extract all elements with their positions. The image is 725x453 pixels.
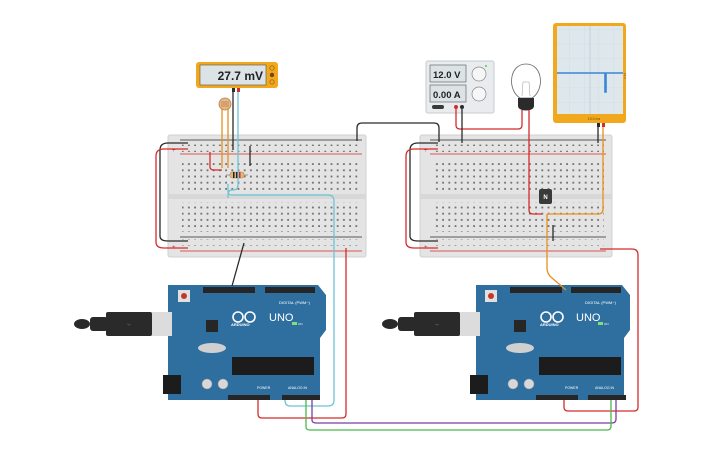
analog-header[interactable]: [282, 395, 320, 400]
multimeter-mode-knob[interactable]: [269, 79, 275, 85]
wire-red[interactable]: [209, 152, 222, 171]
scope-trace: [557, 72, 623, 93]
analog-header[interactable]: [588, 395, 626, 400]
power-switch[interactable]: [432, 105, 444, 109]
usb-cable-left[interactable]: ⌁: [74, 312, 172, 336]
analog-label: ANALOG IN: [595, 386, 615, 390]
digital-label: DIGITAL (PWM~): [279, 300, 311, 305]
voltage-knob[interactable]: [471, 66, 487, 82]
breadboard-right[interactable]: + +: [419, 134, 613, 258]
wire-red[interactable]: [563, 248, 639, 412]
arduino-logo: [232, 311, 256, 323]
digital-label: DIGITAL (PWM~): [585, 300, 617, 305]
positive-terminal[interactable]: [454, 105, 458, 109]
digital-header[interactable]: [510, 287, 562, 293]
analog-label: ANALOG IN: [288, 386, 308, 390]
rail-plus-label: +: [172, 148, 176, 154]
wire-red[interactable]: [528, 110, 542, 215]
dc-jack: [163, 375, 181, 394]
on-label: ON: [298, 322, 303, 326]
wire-orange[interactable]: [548, 127, 604, 215]
transistor[interactable]: N: [539, 189, 552, 204]
on-label: ON: [604, 322, 609, 326]
usb-cable-right[interactable]: ⌁: [382, 312, 480, 336]
multimeter-mode-knob[interactable]: [269, 72, 275, 78]
current-knob[interactable]: [471, 86, 487, 102]
power-supply-voltage: 12.0 V: [433, 70, 461, 81]
scope-volt-label: 10 V: [623, 73, 627, 79]
arduino-uno-left[interactable]: DIGITAL (PWM~) ARDUINO UNO ON POWER ANAL…: [163, 285, 326, 400]
digital-header[interactable]: [203, 287, 255, 293]
wire-green[interactable]: [305, 400, 612, 431]
photoresistor[interactable]: [218, 97, 232, 111]
multimeter-mode-knob[interactable]: [269, 65, 275, 71]
wire-black[interactable]: [231, 242, 245, 287]
power-header[interactable]: [536, 395, 578, 400]
scope-time-label: 10.0 ms: [588, 117, 601, 121]
wire-orange[interactable]: [546, 214, 567, 291]
arduino-logo: [540, 311, 564, 323]
usb-icon: ⌁: [127, 320, 132, 329]
transistor-label: N: [543, 195, 547, 201]
wire-red[interactable]: [155, 148, 188, 249]
resistor[interactable]: [226, 171, 248, 179]
usb-icon: ⌁: [435, 320, 440, 329]
arduino-model: UNO: [576, 312, 601, 324]
power-supply-current: 0.00 A: [433, 90, 461, 101]
multimeter[interactable]: 27.7 mV: [196, 62, 278, 92]
arduino-brand: ARDUINO: [540, 322, 559, 327]
wire-black[interactable]: [409, 142, 438, 242]
oscilloscope[interactable]: 10.0 ms 10 V: [553, 23, 627, 127]
breadboard-left[interactable]: + +: [167, 134, 367, 258]
wire-purple[interactable]: [311, 400, 617, 424]
negative-terminal[interactable]: [460, 105, 464, 109]
digital-header[interactable]: [265, 287, 315, 293]
arduino-uno-right[interactable]: DIGITAL (PWM~) ARDUINO UNO ON POWER ANAL…: [470, 285, 630, 400]
wire-black[interactable]: [159, 142, 188, 242]
wire-black[interactable]: [356, 122, 440, 142]
wire-red[interactable]: [257, 248, 347, 419]
light-bulb[interactable]: [511, 63, 541, 111]
digital-header[interactable]: [571, 287, 621, 293]
multimeter-reading: 27.7 mV: [218, 69, 263, 83]
wire-cyan[interactable]: [227, 184, 335, 407]
wire-red[interactable]: [455, 109, 523, 130]
rail-plus-label: +: [424, 148, 428, 154]
dc-jack: [470, 375, 488, 394]
arduino-model: UNO: [269, 312, 294, 324]
power-header[interactable]: [228, 395, 270, 400]
power-label: POWER: [257, 386, 271, 390]
wire-red[interactable]: [405, 148, 438, 249]
power-supply[interactable]: 12.0 V 0.00 A: [425, 60, 495, 114]
power-label: POWER: [565, 386, 579, 390]
arduino-brand: ARDUINO: [231, 322, 250, 327]
